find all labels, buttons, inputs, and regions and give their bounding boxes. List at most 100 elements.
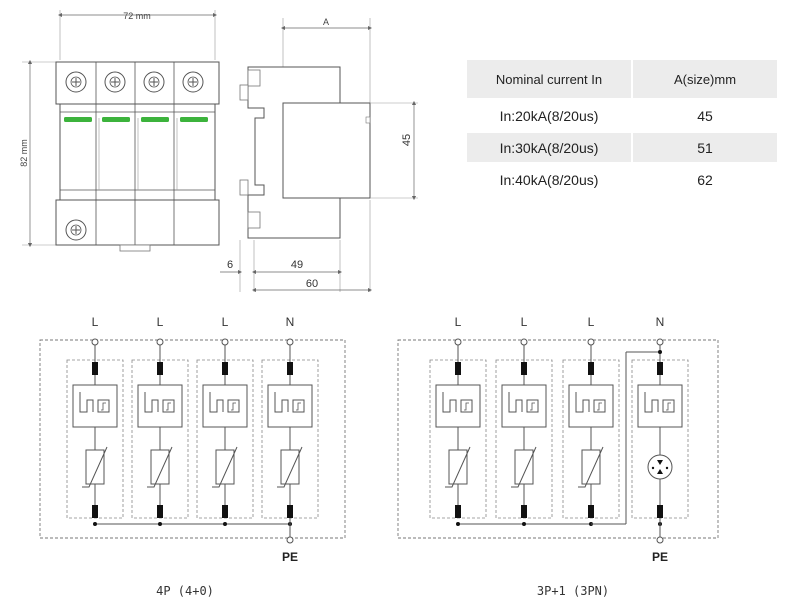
varistor-slash — [277, 446, 303, 488]
disconnect-symbol — [526, 399, 539, 413]
fuse-icon — [521, 505, 527, 518]
pole-label: L — [455, 315, 462, 329]
disconnect-symbol — [227, 399, 240, 413]
disconnect-symbol — [644, 392, 659, 413]
diagram-caption: 3P+1 (3PN) — [537, 584, 609, 598]
varistor-slash — [82, 446, 108, 488]
disconnect-symbol — [593, 399, 606, 413]
terminal-node-icon — [656, 338, 664, 346]
varistor-slash — [147, 446, 173, 488]
pe-label: PE — [652, 550, 668, 564]
varistor-slash — [511, 446, 537, 488]
a-dimension-label: A — [323, 17, 329, 27]
pole-label: N — [286, 315, 295, 329]
status-indicator — [64, 117, 92, 122]
terminal-node-icon — [454, 338, 462, 346]
junction-dot — [158, 522, 162, 526]
base-dimension-label: 49 — [291, 259, 303, 271]
rating-cell: In:40kA(8/20us) — [467, 163, 633, 197]
disconnect-symbol — [292, 399, 305, 413]
varistor-slash — [212, 446, 238, 488]
disconnect-symbol — [79, 392, 94, 413]
disconnect-symbol — [666, 402, 671, 411]
gas-discharge-tube-icon — [647, 454, 673, 480]
junction-dot — [522, 522, 526, 526]
terminal-node-icon — [286, 338, 294, 346]
fuse-icon — [588, 362, 594, 375]
gdt-electrode — [657, 469, 663, 474]
pe-terminal-icon — [286, 536, 294, 544]
disconnect-symbol — [296, 402, 301, 411]
varistor-icon — [448, 449, 468, 485]
disconnect-symbol — [460, 399, 473, 413]
disconnect-symbol — [97, 399, 110, 413]
disconnect-symbol — [144, 392, 159, 413]
gdt-electrode — [657, 460, 663, 465]
rating-cell: In:30kA(8/20us) — [467, 131, 633, 165]
total-dimension-label: 60 — [306, 278, 318, 290]
junction-dot — [456, 522, 460, 526]
varistor-icon — [85, 449, 105, 485]
column-header-size: A(size)mm — [632, 60, 777, 101]
fuse-icon — [455, 505, 461, 518]
side-view: A 45 6 49 60 — [220, 17, 418, 293]
fuse-icon — [455, 362, 461, 375]
fuse-icon — [287, 505, 293, 518]
junction-dot — [93, 522, 97, 526]
disconnect-symbol — [162, 399, 175, 413]
fuse-icon — [657, 505, 663, 518]
wiring-diagram-3p1: L L L N PE 3P+1 (3PN) — [397, 315, 719, 598]
width-dimension-label: 72 mm — [123, 11, 151, 21]
pole-label: L — [588, 315, 595, 329]
varistor-slash — [445, 446, 471, 488]
junction-dot — [223, 522, 227, 526]
enclosure-outline — [39, 339, 346, 539]
column-header-rating: Nominal current In — [467, 60, 633, 101]
fuse-icon — [222, 362, 228, 375]
disconnect-symbol — [662, 399, 675, 413]
fuse-icon — [657, 362, 663, 375]
varistor-icon — [215, 449, 235, 485]
fuse-icon — [287, 362, 293, 375]
fuse-icon — [222, 505, 228, 518]
terminal-node-icon — [156, 338, 164, 346]
pole-label: L — [157, 315, 164, 329]
disconnect-symbol — [508, 392, 523, 413]
disconnect-symbol — [575, 392, 590, 413]
table-row: In:30kA(8/20us) 51 — [467, 131, 777, 165]
pe-label: PE — [282, 550, 298, 564]
enclosure-outline — [397, 339, 719, 539]
pole-label: L — [92, 315, 99, 329]
pole-label: L — [521, 315, 528, 329]
status-indicator — [141, 117, 169, 122]
table-row: In:40kA(8/20us) 62 — [467, 163, 777, 197]
disconnect-symbol — [442, 392, 457, 413]
varistor-icon — [581, 449, 601, 485]
junction-dot — [658, 350, 662, 354]
fuse-icon — [157, 505, 163, 518]
size-cell: 51 — [632, 131, 777, 165]
specification-table: Nominal current In A(size)mm In:20kA(8/2… — [467, 60, 777, 197]
disconnect-symbol — [530, 402, 535, 411]
disconnect-symbol — [464, 402, 469, 411]
table-header-row: Nominal current In A(size)mm — [467, 60, 777, 101]
terminal-node-icon — [91, 338, 99, 346]
gdt-dot — [665, 466, 669, 470]
disconnect-symbol — [209, 392, 224, 413]
fuse-icon — [92, 362, 98, 375]
terminal-node-icon — [520, 338, 528, 346]
table-row: In:20kA(8/20us) 45 — [467, 99, 777, 133]
varistor-icon — [514, 449, 534, 485]
pole-label: N — [656, 315, 665, 329]
size-cell: 45 — [632, 99, 777, 133]
offset-dimension-label: 6 — [227, 259, 233, 271]
fuse-icon — [157, 362, 163, 375]
disconnect-symbol — [597, 402, 602, 411]
fuse-icon — [588, 505, 594, 518]
disconnect-symbol — [101, 402, 106, 411]
diagram-caption: 4P (4+0) — [156, 584, 214, 598]
pe-terminal-icon — [656, 536, 664, 544]
varistor-icon — [280, 449, 300, 485]
